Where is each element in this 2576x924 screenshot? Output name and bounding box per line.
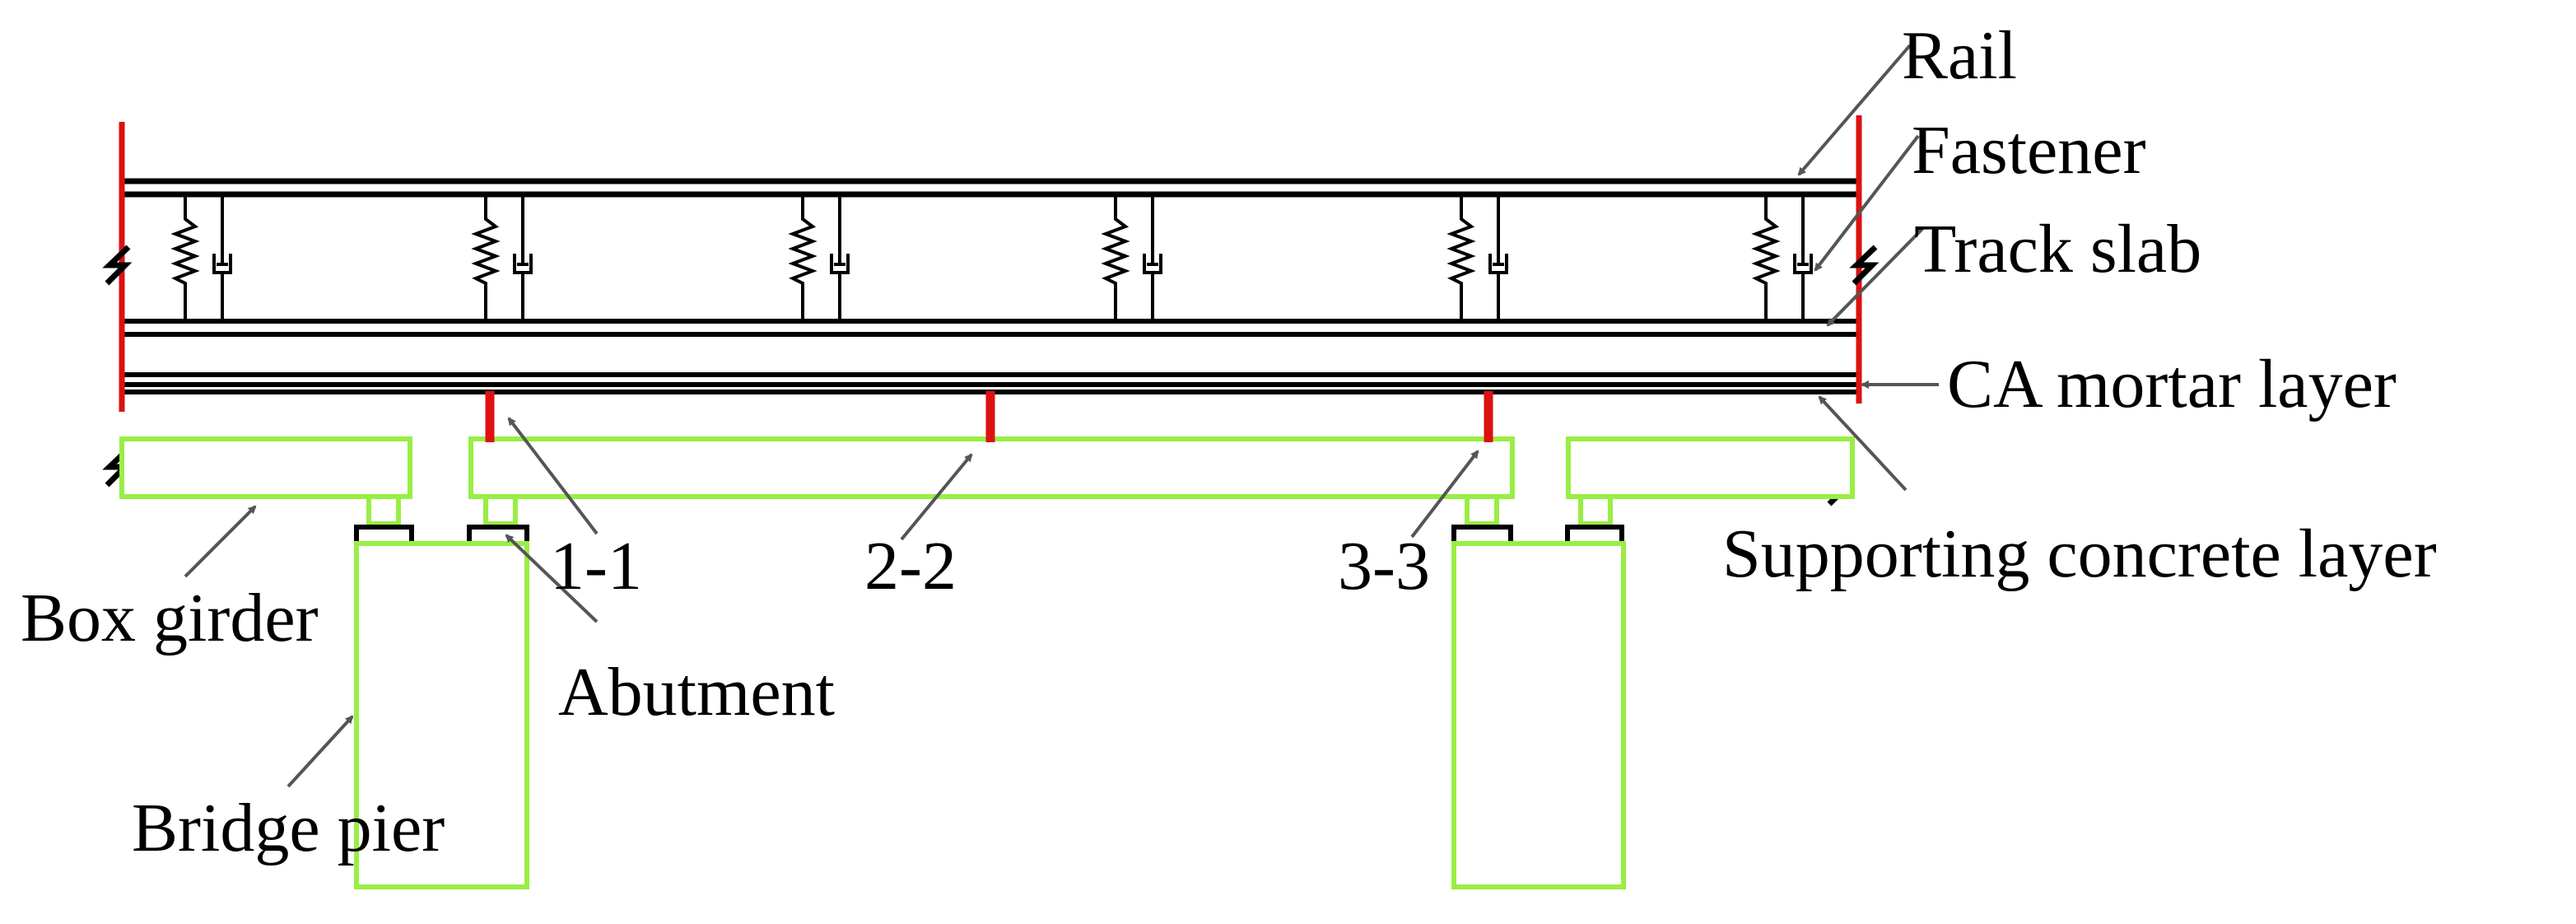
rail-label: Rail bbox=[1902, 17, 2017, 94]
spring-icon bbox=[788, 194, 818, 321]
supporting-arrow bbox=[1818, 395, 1908, 492]
ca-mortar-layer bbox=[123, 372, 1856, 387]
bearings bbox=[366, 494, 1613, 526]
section-1-arrow bbox=[507, 417, 599, 535]
leader-arrows bbox=[184, 44, 1939, 788]
spring-icon bbox=[170, 194, 200, 321]
section-3-3-label: 3-3 bbox=[1338, 528, 1430, 604]
ca-mortar-label: CA mortar layer bbox=[1947, 346, 2397, 422]
track-slab-arrow bbox=[1826, 227, 1924, 327]
fastener-label: Fastener bbox=[1912, 112, 2146, 189]
fastener-unit bbox=[170, 194, 232, 321]
section-1-1-label: 1-1 bbox=[550, 528, 642, 604]
track-slab-label: Track slab bbox=[1914, 211, 2201, 287]
abutment-caps bbox=[354, 525, 1624, 544]
damper-icon bbox=[1143, 194, 1162, 321]
abutment-label: Abutment bbox=[558, 654, 835, 730]
section-2-2-label: 2-2 bbox=[864, 528, 957, 604]
box-girder-label: Box girder bbox=[21, 580, 319, 656]
box-girder-middle bbox=[468, 436, 1515, 499]
bridge-pier-left bbox=[354, 541, 529, 889]
section-3-arrow bbox=[1410, 450, 1479, 539]
spring-icon bbox=[1101, 194, 1130, 321]
fastener-unit bbox=[471, 194, 533, 321]
track-slab bbox=[123, 319, 1856, 337]
damper-icon bbox=[1488, 194, 1508, 321]
section-2-arrow bbox=[900, 453, 973, 541]
fastener-unit bbox=[1751, 194, 1813, 321]
box-girder-right bbox=[1566, 436, 1855, 499]
section-markers bbox=[485, 391, 1493, 442]
bridge-pier-arrow bbox=[286, 715, 354, 788]
fastener-arrow bbox=[1814, 134, 1920, 272]
bridge-piers bbox=[354, 541, 1626, 889]
rail bbox=[123, 178, 1856, 198]
supporting-concrete-label: Supporting concrete layer bbox=[1722, 516, 2437, 592]
bridge-pier-label: Bridge pier bbox=[132, 790, 445, 866]
damper-icon bbox=[513, 194, 533, 321]
spring-icon bbox=[1751, 194, 1781, 321]
rail-arrow bbox=[1797, 44, 1912, 176]
box-girder-left bbox=[119, 436, 412, 499]
damper-icon bbox=[830, 194, 850, 321]
fastener-unit bbox=[1101, 194, 1162, 321]
abutment-arrow bbox=[505, 534, 599, 623]
box-girders bbox=[119, 436, 1855, 499]
fastener-group bbox=[170, 194, 1813, 321]
bridge-pier-right bbox=[1451, 541, 1626, 889]
fastener-unit bbox=[788, 194, 850, 321]
spring-icon bbox=[471, 194, 501, 321]
damper-icon bbox=[1793, 194, 1813, 321]
box-girder-arrow bbox=[184, 505, 257, 578]
fastener-unit bbox=[1446, 194, 1508, 321]
damper-icon bbox=[212, 194, 232, 321]
spring-icon bbox=[1446, 194, 1476, 321]
